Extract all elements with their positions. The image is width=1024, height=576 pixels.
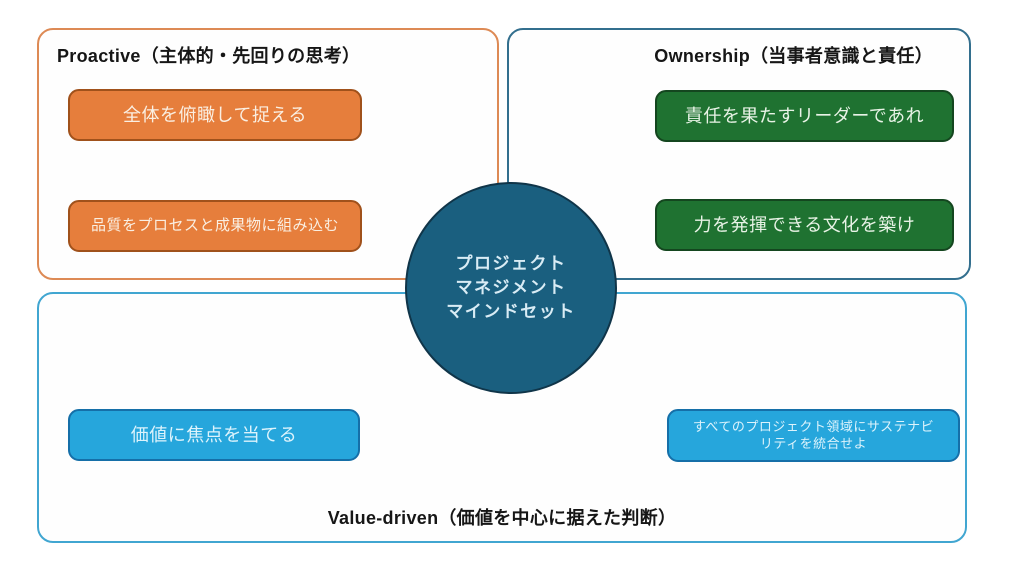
proactive-box-grasp-whole: 全体を俯瞰して捉える — [68, 89, 362, 141]
value-box-focus-on-value-label: 価値に焦点を当てる — [130, 424, 298, 445]
proactive-box-build-quality-label: 品質をプロセスと成果物に組み込む — [90, 216, 339, 234]
proactive-box-grasp-whole-label: 全体を俯瞰して捉える — [123, 104, 307, 125]
proactive-box-build-quality: 品質をプロセスと成果物に組み込む — [68, 200, 362, 252]
panel-value-driven-title: Value-driven（価値を中心に据えた判断） — [327, 508, 677, 528]
value-box-integrate-sustainability: すべてのプロジェクト領域にサステナビ リティを統合せよ — [667, 409, 960, 462]
ownership-box-build-culture-label: 力を発揮できる文化を築け — [693, 214, 916, 235]
panel-proactive: Proactive（主体的・先回りの思考） 全体を俯瞰して捉える 品質をプロセス… — [37, 28, 499, 280]
ownership-box-responsible-leader-label: 責任を果たすリーダーであれ — [684, 105, 925, 126]
center-circle-pm-mindset: プロジェクト マネジメント マインドセット — [405, 182, 617, 394]
ownership-box-responsible-leader: 責任を果たすリーダーであれ — [655, 90, 954, 142]
panel-ownership: Ownership（当事者意識と責任） 責任を果たすリーダーであれ 力を発揮でき… — [507, 28, 971, 280]
panel-ownership-title: Ownership（当事者意識と責任） — [654, 46, 933, 66]
ownership-box-build-culture: 力を発揮できる文化を築け — [655, 199, 954, 251]
center-circle-line-1: プロジェクト — [455, 254, 567, 273]
value-box-focus-on-value: 価値に焦点を当てる — [68, 409, 360, 461]
value-box-integrate-sustainability-label: すべてのプロジェクト領域にサステナビ リティを統合せよ — [692, 419, 935, 451]
center-circle-line-2: マネジメント — [455, 278, 567, 297]
panel-proactive-title: Proactive（主体的・先回りの思考） — [57, 46, 361, 66]
center-circle-line-3: マインドセット — [446, 302, 576, 321]
